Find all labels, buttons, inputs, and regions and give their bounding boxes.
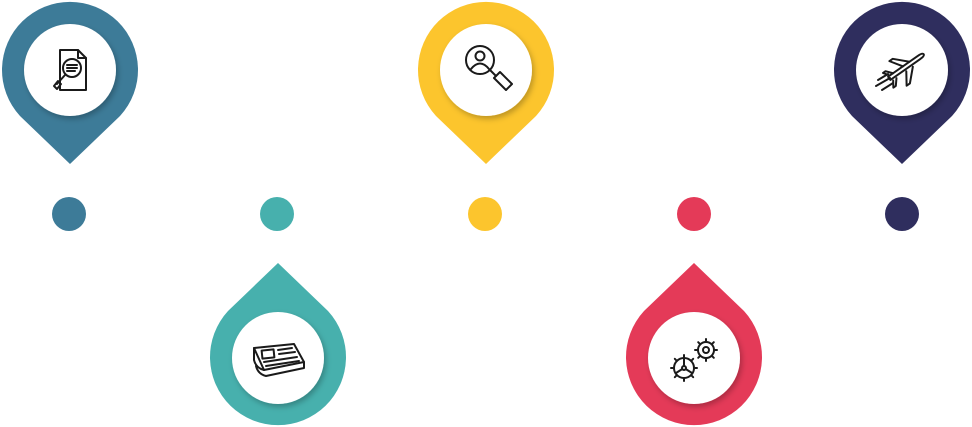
step-5-pin: [832, 0, 972, 165]
pin-inner-circle: [440, 24, 532, 116]
timeline-dot-3: [468, 197, 502, 231]
pin-shape: [834, 1, 970, 164]
document-search-icon: [34, 34, 106, 106]
gears-icon: [658, 322, 730, 394]
timeline-dot-2: [260, 197, 294, 231]
airplane-icon: [866, 34, 938, 106]
pin-shape: [418, 1, 554, 164]
pin-shape: [210, 263, 346, 426]
step-1-pin: [0, 0, 140, 165]
pin-inner-circle: [648, 312, 740, 404]
user-search-icon: [450, 34, 522, 106]
pin-shape: [626, 263, 762, 426]
timeline-dot-4: [677, 197, 711, 231]
timeline-dot-1: [52, 197, 86, 231]
step-2-pin: [208, 262, 348, 427]
timeline-dot-5: [885, 197, 919, 231]
newspaper-icon: [242, 322, 314, 394]
pin-inner-circle: [232, 312, 324, 404]
step-4-pin: [624, 262, 764, 427]
pin-inner-circle: [856, 24, 948, 116]
step-3-pin: [416, 0, 556, 165]
